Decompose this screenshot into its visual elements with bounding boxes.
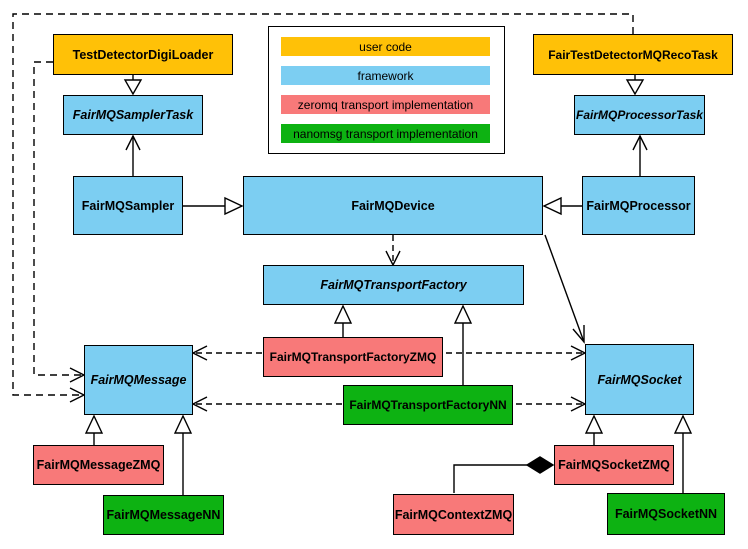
- class-label: TestDetectorDigiLoader: [72, 47, 214, 62]
- class-label: FairMQSocketZMQ: [558, 458, 670, 472]
- class-label: FairMQProcessor: [586, 198, 691, 213]
- class-box-fairmqtransportfactoryzmq: FairMQTransportFactoryZMQ: [263, 337, 443, 377]
- class-box-fairmqcontextzmq: FairMQContextZMQ: [393, 494, 514, 535]
- legend-label-user-code: user code: [359, 39, 412, 54]
- legend: user code framework zeromq transport imp…: [268, 26, 505, 154]
- class-box-fairmqdevice: FairMQDevice: [243, 176, 543, 235]
- legend-label-nanomsg: nanomsg transport implementation: [293, 126, 478, 141]
- class-box-testdetectordigiloader: TestDetectorDigiLoader: [53, 34, 233, 75]
- class-box-fairmqsocket: FairMQSocket: [585, 344, 694, 415]
- legend-item-nanomsg: nanomsg transport implementation: [281, 124, 490, 143]
- class-label: FairMQDevice: [351, 198, 435, 213]
- arrowhead-triangle-messagezmq-message: [84, 414, 104, 434]
- diamond-composition-socketzmq: [525, 456, 555, 474]
- legend-label-zeromq: zeromq transport implementation: [297, 97, 474, 112]
- class-box-fairmqsocketnn: FairMQSocketNN: [607, 493, 725, 535]
- class-box-fairmqmessage: FairMQMessage: [84, 345, 193, 415]
- legend-item-zeromq: zeromq transport implementation: [281, 95, 490, 114]
- class-box-fairmqprocessor: FairMQProcessor: [582, 176, 695, 235]
- class-box-fairmqtransportfactorynn: FairMQTransportFactoryNN: [343, 385, 513, 425]
- arrowhead-triangle-socketzmq-socket: [584, 414, 604, 434]
- class-label: FairMQMessageZMQ: [36, 458, 161, 472]
- class-label: FairMQTransportFactoryNN: [349, 398, 507, 412]
- arrowhead-triangle-tfnn-transportfactory: [453, 304, 473, 324]
- class-label: FairMQSamplerTask: [72, 108, 194, 122]
- arrowhead-triangle-tfzmq-transportfactory: [333, 304, 353, 324]
- class-box-fairmqmessagezmq: FairMQMessageZMQ: [33, 445, 164, 485]
- arrowhead-triangle-digiloader-samplertask: [123, 79, 143, 96]
- arrowhead-open-device-socket: [572, 325, 585, 344]
- legend-label-framework: framework: [357, 68, 414, 83]
- class-label: FairMQSocket: [597, 372, 682, 387]
- arrowhead-triangle-recotask-processortask: [625, 79, 645, 96]
- class-label: FairMQContextZMQ: [394, 507, 513, 522]
- arrowhead-open-sampler-samplertask: [125, 134, 141, 151]
- class-box-fairmqtransportfactory: FairMQTransportFactory: [263, 265, 524, 305]
- class-box-fairmqsampler: FairMQSampler: [73, 176, 183, 235]
- class-label: FairMQProcessorTask: [576, 108, 703, 122]
- class-box-fairmqsocketzmq: FairMQSocketZMQ: [554, 445, 674, 485]
- arrowhead-open-tfzmq-message: [191, 345, 208, 361]
- arrowhead-triangle-messagenn-message: [173, 414, 193, 434]
- class-box-fairmqsamplertask: FairMQSamplerTask: [63, 95, 203, 135]
- edge-association-device-socket: [544, 234, 585, 343]
- class-label: FairMQSampler: [81, 198, 175, 213]
- edge-composition-socketzmq-contextzmq: [453, 464, 527, 493]
- class-box-fairmqmessagenn: FairMQMessageNN: [103, 495, 224, 535]
- arrowhead-open-processor-processortask: [632, 134, 648, 151]
- class-box-fairmqprocessortask: FairMQProcessorTask: [574, 95, 705, 135]
- arrowhead-triangle-socketnn-socket: [673, 414, 693, 434]
- class-box-fairtestdetectormqrecotask: FairTestDetectorMQRecoTask: [533, 34, 733, 75]
- class-label: FairMQSocketNN: [614, 507, 718, 521]
- legend-item-framework: framework: [281, 66, 490, 85]
- arrowhead-triangle-sampler-device: [224, 196, 244, 216]
- arrowhead-open-tfnn-message: [191, 396, 208, 412]
- class-label: FairTestDetectorMQRecoTask: [548, 47, 718, 62]
- class-label: FairMQTransportFactory: [320, 278, 467, 292]
- class-label: FairMQMessageNN: [106, 508, 221, 522]
- arrowhead-triangle-processor-device: [542, 196, 562, 216]
- class-label: FairMQTransportFactoryZMQ: [269, 350, 437, 364]
- class-label: FairMQMessage: [90, 373, 187, 387]
- edge-dependency-recotask-message: [12, 13, 634, 396]
- legend-item-user-code: user code: [281, 37, 490, 56]
